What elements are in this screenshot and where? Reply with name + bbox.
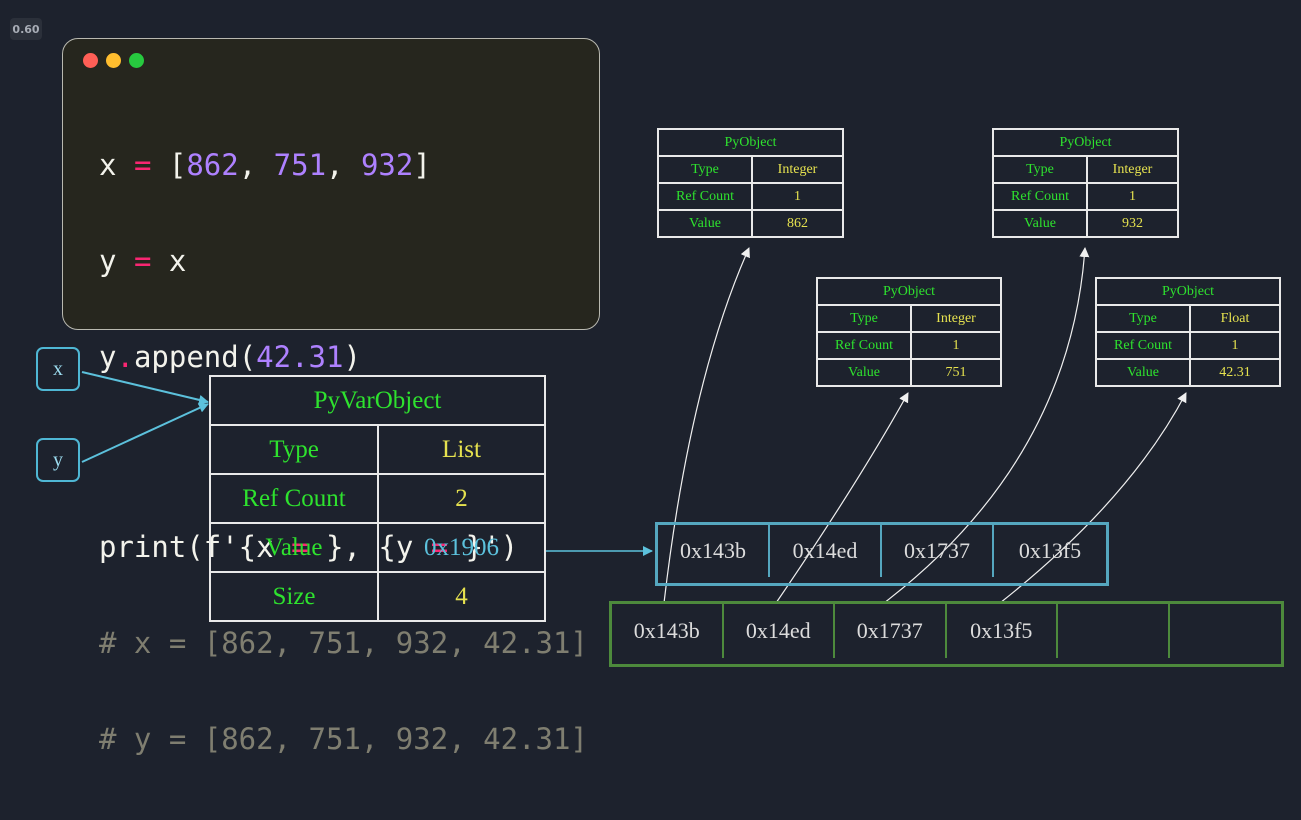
refcount-value: 1: [1086, 182, 1179, 211]
token: =: [133, 148, 152, 182]
list-size-value: 4: [377, 571, 546, 622]
token: y: [99, 244, 117, 278]
value-label: Value: [992, 209, 1088, 238]
minimize-dot-icon: [106, 53, 121, 68]
list-type-value: List: [377, 424, 546, 475]
ref-arrow-862: [663, 247, 750, 604]
value-label: Value: [1095, 358, 1191, 387]
type-label: Type: [816, 304, 912, 333]
token: 751: [273, 148, 327, 182]
ref-arrow-932: [883, 247, 1090, 604]
address-cell: 0x13f5: [947, 604, 1058, 658]
address-cell: 0x143b: [612, 604, 724, 658]
value-value: 862: [751, 209, 844, 238]
type-label: Type: [657, 155, 753, 184]
playback-speed-badge[interactable]: 0.60: [10, 18, 42, 40]
x-pointer-arrow: [81, 371, 209, 405]
refcount-label: Ref Count: [992, 182, 1088, 211]
code-line-3: y.append(42.31): [99, 341, 588, 373]
code-line-2: y = x: [99, 245, 588, 277]
window-controls: [83, 53, 144, 68]
ref-arrow-42-31: [999, 392, 1187, 604]
address-cell: 0x14ed: [770, 525, 882, 577]
type-value: Integer: [1086, 155, 1179, 184]
value-value: 932: [1086, 209, 1179, 238]
address-cell: 0x14ed: [724, 604, 835, 658]
y-pointer-arrow: [81, 403, 209, 463]
token: ): [343, 340, 361, 374]
token: y: [99, 340, 117, 374]
connector-lines: [81, 247, 1187, 604]
address-cell: 0x13f5: [1018, 538, 1082, 563]
maximize-dot-icon: [129, 53, 144, 68]
token: [: [168, 148, 187, 182]
close-dot-icon: [83, 53, 98, 68]
type-label: Type: [1095, 304, 1191, 333]
list-size-label: Size: [209, 571, 379, 622]
code-comment-2: # y = [862, 751, 932, 42.31]: [99, 722, 588, 756]
token: 42.31: [256, 340, 344, 374]
code-comment-1: # x = [862, 751, 932, 42.31]: [99, 626, 588, 660]
pyobject-title: PyObject: [992, 128, 1179, 157]
value-label: Value: [816, 358, 912, 387]
token: ]: [413, 148, 431, 182]
address-cell: 0x1737: [835, 604, 947, 658]
list-type-label: Type: [209, 424, 379, 475]
token: x: [99, 148, 117, 182]
list-refcount-label: Ref Count: [209, 473, 379, 524]
list-value-address: 0x1906: [377, 522, 546, 573]
refcount-label: Ref Count: [1095, 331, 1191, 360]
token: x: [168, 244, 187, 278]
address-cell: 0x143b: [658, 525, 770, 577]
pyobject-title: PyObject: [657, 128, 844, 157]
empty-cell: [1170, 604, 1282, 658]
token: ,: [238, 148, 274, 182]
token: .: [116, 340, 134, 374]
old-pointer-array: 0x143b 0x14ed 0x1737 0x13f5: [655, 522, 1109, 586]
pyobject-title: PyObject: [1095, 277, 1281, 306]
refcount-label: Ref Count: [657, 182, 753, 211]
refcount-value: 1: [751, 182, 844, 211]
variable-x[interactable]: x: [36, 347, 80, 391]
empty-cell: [1058, 604, 1170, 658]
token: ,: [326, 148, 361, 182]
type-value: Integer: [751, 155, 844, 184]
list-refcount-value: 2: [377, 473, 546, 524]
refcount-label: Ref Count: [816, 331, 912, 360]
address-cell: 0x1737: [882, 525, 994, 577]
token: 862: [186, 148, 239, 182]
variable-y[interactable]: y: [36, 438, 80, 482]
list-value-label: Value: [209, 522, 379, 573]
token: =: [133, 244, 152, 278]
pyobject-title: PyObject: [816, 277, 1002, 306]
type-label: Type: [992, 155, 1088, 184]
list-object-title: PyVarObject: [209, 375, 546, 426]
new-pointer-array: 0x143b 0x14ed 0x1737 0x13f5: [609, 601, 1284, 667]
value-value: 42.31: [1189, 358, 1281, 387]
token: append(: [133, 340, 257, 374]
type-value: Float: [1189, 304, 1281, 333]
refcount-value: 1: [1189, 331, 1281, 360]
token: 932: [360, 148, 414, 182]
refcount-value: 1: [910, 331, 1002, 360]
type-value: Integer: [910, 304, 1002, 333]
code-line-1: x = [862, 751, 932]: [99, 149, 588, 181]
ref-arrow-751: [775, 392, 909, 604]
value-label: Value: [657, 209, 753, 238]
value-value: 751: [910, 358, 1002, 387]
